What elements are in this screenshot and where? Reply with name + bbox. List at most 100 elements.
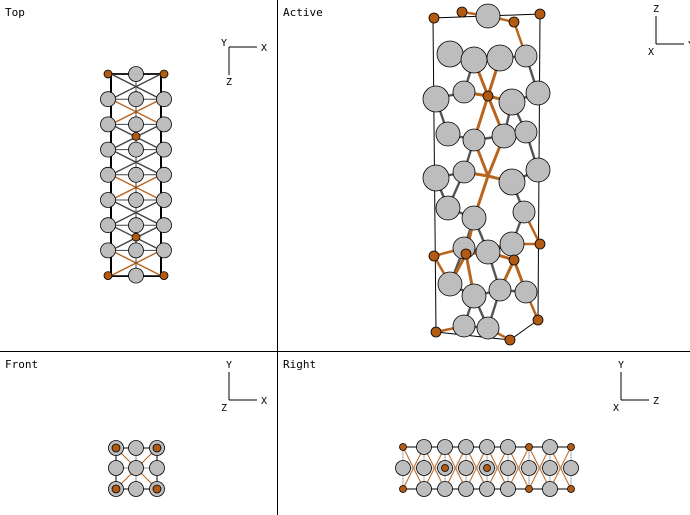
axis-corner-label: Y bbox=[221, 38, 227, 49]
axis-v-label: Z bbox=[226, 77, 232, 88]
copper-atom bbox=[131, 131, 141, 141]
axis-corner-label: Z bbox=[221, 403, 227, 414]
axis-v-label: Z bbox=[653, 4, 659, 15]
gray-atom bbox=[436, 40, 464, 68]
gray-atom bbox=[128, 91, 144, 108]
gray-atom bbox=[128, 242, 144, 259]
gray-atom bbox=[499, 231, 525, 257]
gray-atom bbox=[128, 116, 144, 133]
gray-atom bbox=[128, 440, 144, 456]
gray-atom bbox=[542, 460, 558, 476]
viewport-right-canvas[interactable]: ZYX bbox=[278, 352, 690, 515]
copper-atom bbox=[532, 314, 544, 326]
gray-atom bbox=[514, 280, 538, 304]
gray-atom bbox=[475, 239, 501, 265]
viewport-active-canvas[interactable]: YZX bbox=[278, 0, 690, 351]
gray-atom bbox=[156, 217, 172, 234]
gray-atom bbox=[458, 439, 474, 455]
gray-atom bbox=[479, 481, 495, 497]
gray-atom bbox=[128, 141, 144, 158]
copper-atom bbox=[111, 443, 121, 453]
gray-atom bbox=[156, 192, 172, 208]
gray-atom bbox=[491, 123, 517, 149]
gray-atom bbox=[500, 439, 516, 455]
viewport-front-canvas[interactable]: XYZ bbox=[0, 352, 277, 515]
gray-atom bbox=[416, 481, 432, 497]
gray-atom bbox=[395, 460, 411, 476]
gray-atom bbox=[435, 121, 461, 147]
gray-atom bbox=[452, 160, 476, 184]
gray-atom bbox=[563, 460, 579, 476]
copper-atom bbox=[483, 464, 491, 472]
gray-atom bbox=[461, 283, 487, 309]
viewport-top[interactable]: Top X Z Y bbox=[0, 0, 277, 351]
copper-atom bbox=[111, 484, 121, 494]
gray-atom bbox=[437, 481, 453, 497]
copper-atom bbox=[399, 485, 407, 493]
gray-atom bbox=[461, 205, 487, 231]
copper-atom bbox=[103, 69, 113, 79]
copper-atom bbox=[460, 248, 472, 260]
copper-atom bbox=[508, 254, 520, 266]
gray-atom bbox=[498, 88, 526, 116]
copper-atom bbox=[504, 334, 516, 346]
copper-atom bbox=[428, 12, 440, 24]
copper-atom bbox=[152, 443, 162, 453]
gray-atom bbox=[488, 278, 512, 302]
gray-atom bbox=[100, 192, 116, 208]
gray-atom bbox=[514, 44, 538, 68]
gray-atom bbox=[100, 141, 116, 158]
gray-atom bbox=[437, 439, 453, 455]
copper-atom bbox=[131, 232, 141, 242]
gray-atom bbox=[479, 439, 495, 455]
axis-v-label: Y bbox=[226, 360, 232, 371]
gray-atom bbox=[100, 217, 116, 234]
gray-atom bbox=[100, 166, 116, 183]
gray-atom bbox=[475, 3, 501, 29]
copper-atom bbox=[534, 8, 546, 20]
viewport-front-label: Front bbox=[5, 358, 39, 371]
gray-atom bbox=[542, 481, 558, 497]
gray-atom bbox=[422, 85, 450, 113]
viewport-active-label: Active bbox=[283, 6, 323, 19]
axis-v-label: Y bbox=[618, 360, 624, 371]
gray-atom bbox=[416, 460, 432, 476]
gray-atom bbox=[128, 267, 144, 284]
gray-atom bbox=[460, 46, 488, 74]
viewport-top-label: Top bbox=[5, 6, 25, 19]
gray-atom bbox=[452, 314, 476, 338]
gray-atom bbox=[452, 80, 476, 104]
copper-atom bbox=[441, 464, 449, 472]
gray-atom bbox=[128, 217, 144, 234]
viewport-active[interactable]: Active YZX bbox=[278, 0, 690, 351]
gray-atom bbox=[422, 164, 450, 192]
gray-atom bbox=[498, 168, 526, 196]
gray-atom bbox=[521, 460, 537, 476]
gray-atom bbox=[156, 91, 172, 108]
copper-atom bbox=[508, 16, 520, 28]
gray-atom bbox=[416, 439, 432, 455]
copper-atom bbox=[525, 485, 533, 493]
copper-atom bbox=[159, 271, 169, 281]
vertical-divider[interactable] bbox=[277, 0, 278, 515]
gray-atom bbox=[500, 460, 516, 476]
viewport-top-canvas[interactable]: X Z Y bbox=[0, 0, 277, 351]
gray-atom bbox=[512, 200, 536, 224]
gray-atom bbox=[525, 157, 551, 183]
axis-h-label: X bbox=[261, 43, 267, 54]
axis-h-label: Y bbox=[688, 40, 690, 51]
copper-atom bbox=[103, 271, 113, 281]
copper-atom bbox=[152, 484, 162, 494]
gray-atom bbox=[486, 44, 514, 72]
gray-atom bbox=[156, 141, 172, 158]
axis-corner-label: X bbox=[613, 403, 619, 414]
gray-atom bbox=[435, 195, 461, 221]
gray-atom bbox=[128, 192, 144, 208]
horizontal-divider[interactable] bbox=[0, 351, 690, 352]
gray-atom bbox=[149, 460, 165, 476]
gray-atom bbox=[128, 66, 144, 82]
copper-atom bbox=[159, 69, 169, 79]
gray-atom bbox=[156, 242, 172, 259]
